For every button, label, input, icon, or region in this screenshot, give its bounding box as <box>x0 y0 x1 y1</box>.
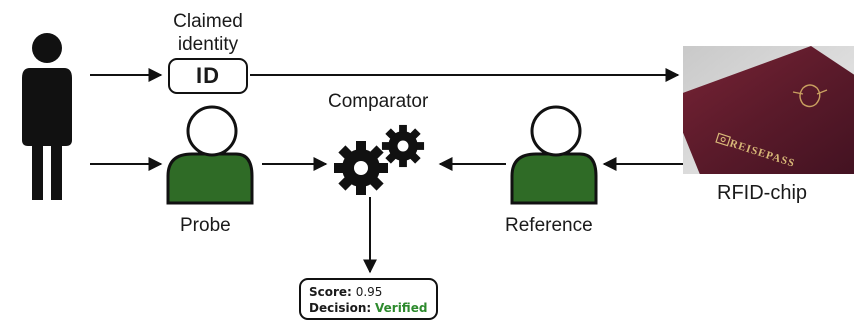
probe-label: Probe <box>180 215 231 236</box>
reference-avatar-icon <box>510 105 598 205</box>
decision-label: Decision: <box>309 301 372 315</box>
score-label: Score: <box>309 285 352 299</box>
gears-icon <box>334 124 425 195</box>
probe-avatar-icon <box>166 105 254 205</box>
comparator-label: Comparator <box>328 91 429 112</box>
claimed-identity-line1: Claimed <box>173 11 243 32</box>
result-box: Score: 0.95 Decision: Verified <box>299 278 438 320</box>
score-row: Score: 0.95 <box>309 284 436 300</box>
eagle-emblem-icon <box>792 84 828 108</box>
reference-label: Reference <box>505 215 593 236</box>
decision-value: Verified <box>375 301 428 315</box>
decision-row: Decision: Verified <box>309 300 436 316</box>
passport-icon: REISEPASS <box>683 46 854 174</box>
claimed-identity-line2: identity <box>177 34 239 55</box>
score-value: 0.95 <box>355 285 383 299</box>
rfid-chip-label: RFID-chip <box>717 182 808 204</box>
chip-symbol-icon <box>715 132 732 147</box>
claimed-identity-label: Claimed identity <box>158 10 258 56</box>
id-box: ID <box>168 58 248 94</box>
person-icon <box>22 33 72 200</box>
